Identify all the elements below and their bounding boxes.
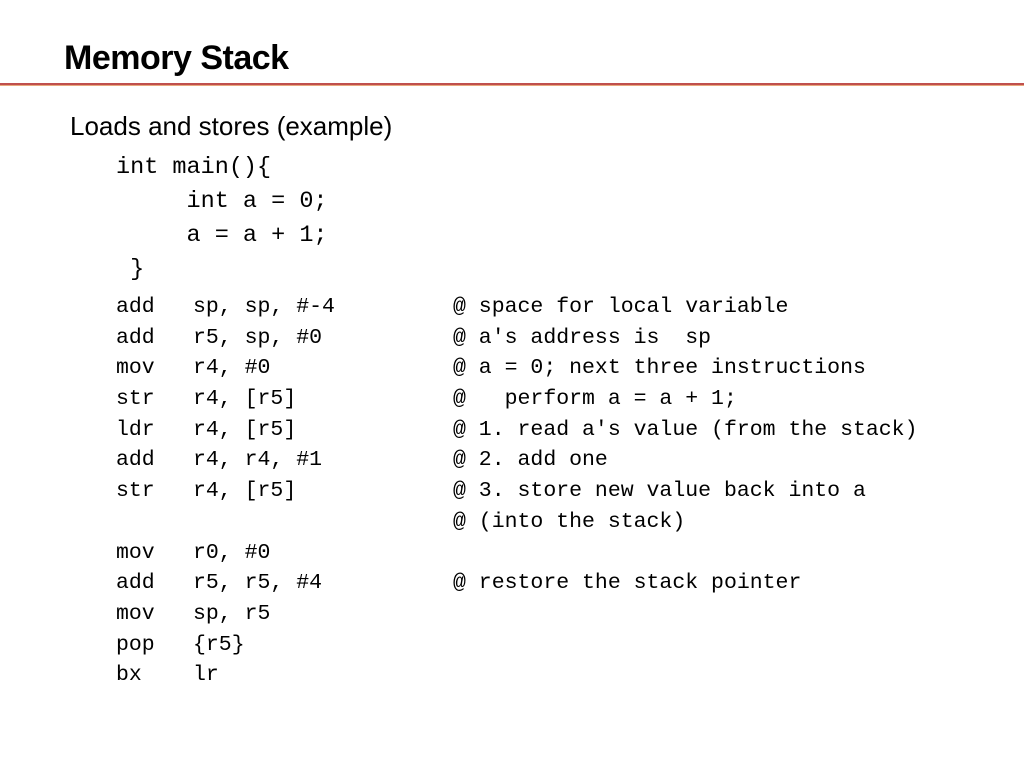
assembly-line: @ (into the stack) [116,507,685,538]
assembly-comment: @ perform a = a + 1; [453,387,737,412]
assembly-opcode: str [116,387,155,412]
assembly-operands: r4, [r5] [193,417,297,442]
assembly-opcode: pop [116,632,155,657]
assembly-comment: @ 1. read a's value (from the stack) [453,417,918,442]
assembly-operands: r0, #0 [193,540,271,565]
assembly-line: str r4, [r5] @ perform a = a + 1; [116,384,737,415]
assembly-opcode: bx [116,663,142,688]
assembly-listing: add sp, sp, #-4 @ space for local variable… [116,292,917,691]
assembly-line: ldr r4, [r5] @ 1. read a's value (from the… [116,415,917,446]
assembly-operands: r5, sp, #0 [193,325,323,350]
assembly-opcode: add [116,571,155,596]
assembly-operands: {r5} [193,632,245,657]
assembly-line: add sp, sp, #-4 @ space for local variable [116,292,788,323]
source-line: } [116,256,145,283]
slide-title: Memory Stack [64,39,289,77]
assembly-opcode: mov [116,356,155,381]
assembly-opcode: mov [116,540,155,565]
assembly-operands: r5, r5, #4 [193,571,323,596]
source-line: a = a + 1; [116,222,328,249]
assembly-line: bx lr [116,660,335,691]
assembly-operands: sp, sp, #-4 [193,295,335,319]
assembly-opcode: add [116,295,155,319]
assembly-line: pop {r5} [116,630,335,661]
assembly-comment: @ a's address is sp [453,325,712,350]
assembly-opcode: mov [116,601,155,626]
title-divider [0,83,1024,86]
assembly-opcode: str [116,479,155,504]
assembly-line: str r4, [r5] @ 3. store new value back int… [116,476,866,507]
assembly-operands: r4, [r5] [193,479,297,504]
assembly-opcode: add [116,325,155,350]
assembly-line: add r5, r5, #4 @ restore the stack pointer [116,568,801,599]
assembly-operands: r4, #0 [193,356,271,381]
assembly-line: add r4, r4, #1 @ 2. add one [116,445,608,476]
assembly-comment: @ space for local variable [453,295,789,319]
assembly-line: mov r4, #0 @ a = 0; next three instruction… [116,353,866,384]
c-source-code: int main(){ int a = 0; a = a + 1; } [116,151,328,287]
assembly-opcode: ldr [116,417,155,442]
assembly-operands: r4, [r5] [193,387,297,412]
source-line: int main(){ [116,154,272,181]
assembly-line: mov r0, #0 [116,538,335,569]
assembly-operands: lr [193,663,219,688]
assembly-comment: @ a = 0; next three instructions [453,356,866,381]
assembly-line: mov sp, r5 [116,599,335,630]
assembly-comment: @ 3. store new value back into a [453,479,866,504]
assembly-opcode: add [116,448,155,473]
assembly-operands: sp, r5 [193,601,271,626]
assembly-operands: r4, r4, #1 [193,448,323,473]
assembly-comment: @ (into the stack) [453,509,686,534]
source-line: int a = 0; [116,188,328,215]
section-heading: Loads and stores (example) [70,111,393,141]
assembly-line: add r5, sp, #0 @ a's address is sp [116,323,711,354]
assembly-comment: @ restore the stack pointer [453,571,802,596]
assembly-comment: @ 2. add one [453,448,608,473]
